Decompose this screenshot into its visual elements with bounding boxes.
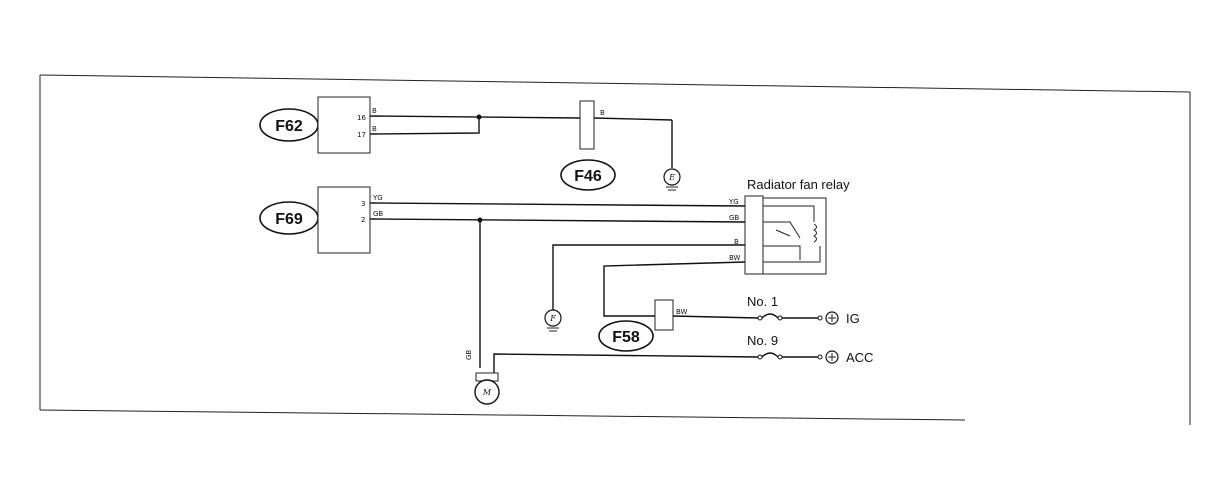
f58-badge bbox=[598, 320, 654, 352]
f69-wire-gb: GB bbox=[373, 210, 383, 218]
relay-connector bbox=[744, 195, 764, 275]
ig-label: IG bbox=[846, 311, 860, 326]
f58-body bbox=[654, 299, 674, 331]
ground-f-icon bbox=[544, 309, 562, 327]
f69-wire-yg: YG bbox=[372, 194, 383, 202]
fan-motor-icon bbox=[474, 379, 500, 405]
relay-body bbox=[762, 197, 827, 275]
relay-wire-b: B bbox=[734, 238, 739, 246]
frame bbox=[39, 74, 1191, 425]
motor-label: M bbox=[482, 388, 492, 397]
ground-e-icon bbox=[663, 168, 681, 186]
junction-dot bbox=[476, 114, 482, 120]
f69-pin-3: 3 bbox=[361, 200, 365, 208]
f69-pin-2: 2 bbox=[361, 216, 365, 224]
fuse-no9: No. 9 ACC bbox=[747, 333, 873, 365]
f62-label: F62 bbox=[275, 118, 303, 135]
f58-label: F58 bbox=[612, 329, 640, 346]
fuse9-element bbox=[761, 352, 779, 358]
f46-label: F46 bbox=[574, 168, 602, 185]
relay-coil bbox=[813, 223, 817, 243]
f46-wire-b: B bbox=[600, 109, 605, 117]
f69-label: F69 bbox=[275, 211, 303, 228]
f62-wire-b2: B bbox=[372, 125, 377, 133]
f62-wires bbox=[369, 114, 581, 135]
relay-title: Radiator fan relay bbox=[747, 177, 850, 192]
f69-body bbox=[317, 186, 371, 254]
fuse1-element bbox=[761, 313, 779, 319]
radiator-fan-relay: Radiator fan relay YG GB B BW bbox=[728, 177, 850, 275]
connector-f62: F62 16 17 B B bbox=[259, 96, 377, 154]
connector-f46: B F46 E bbox=[560, 100, 681, 191]
f62-pin-17: 17 bbox=[357, 131, 366, 139]
acc-label: ACC bbox=[846, 350, 873, 365]
relay-bw-wire bbox=[603, 261, 746, 317]
f46-body bbox=[579, 100, 595, 150]
connector-f58: BW F58 bbox=[598, 299, 759, 352]
f62-pin-16: 16 bbox=[357, 114, 366, 122]
motor-wire-gb: GB bbox=[465, 350, 473, 360]
relay-wire-bw: BW bbox=[729, 254, 741, 262]
f46-badge bbox=[560, 159, 616, 191]
f58-wire-bw: BW bbox=[676, 308, 688, 316]
motor-circuit: GB M bbox=[465, 350, 759, 405]
fuse1-label: No. 1 bbox=[747, 294, 778, 309]
f69-wires bbox=[369, 202, 746, 368]
f62-body bbox=[317, 96, 371, 154]
ground-e-label: E bbox=[668, 173, 675, 182]
relay-ground-wire: F bbox=[544, 244, 745, 332]
relay-wire-yg: YG bbox=[728, 198, 739, 206]
relay-wire-gb: GB bbox=[729, 214, 739, 222]
f62-wire-b1: B bbox=[372, 107, 377, 115]
ground-f-label: F bbox=[549, 314, 556, 323]
connector-f69: F69 3 2 YG GB bbox=[259, 186, 383, 254]
fuse9-label: No. 9 bbox=[747, 333, 778, 348]
fuse-no1: No. 1 IG bbox=[747, 294, 860, 326]
